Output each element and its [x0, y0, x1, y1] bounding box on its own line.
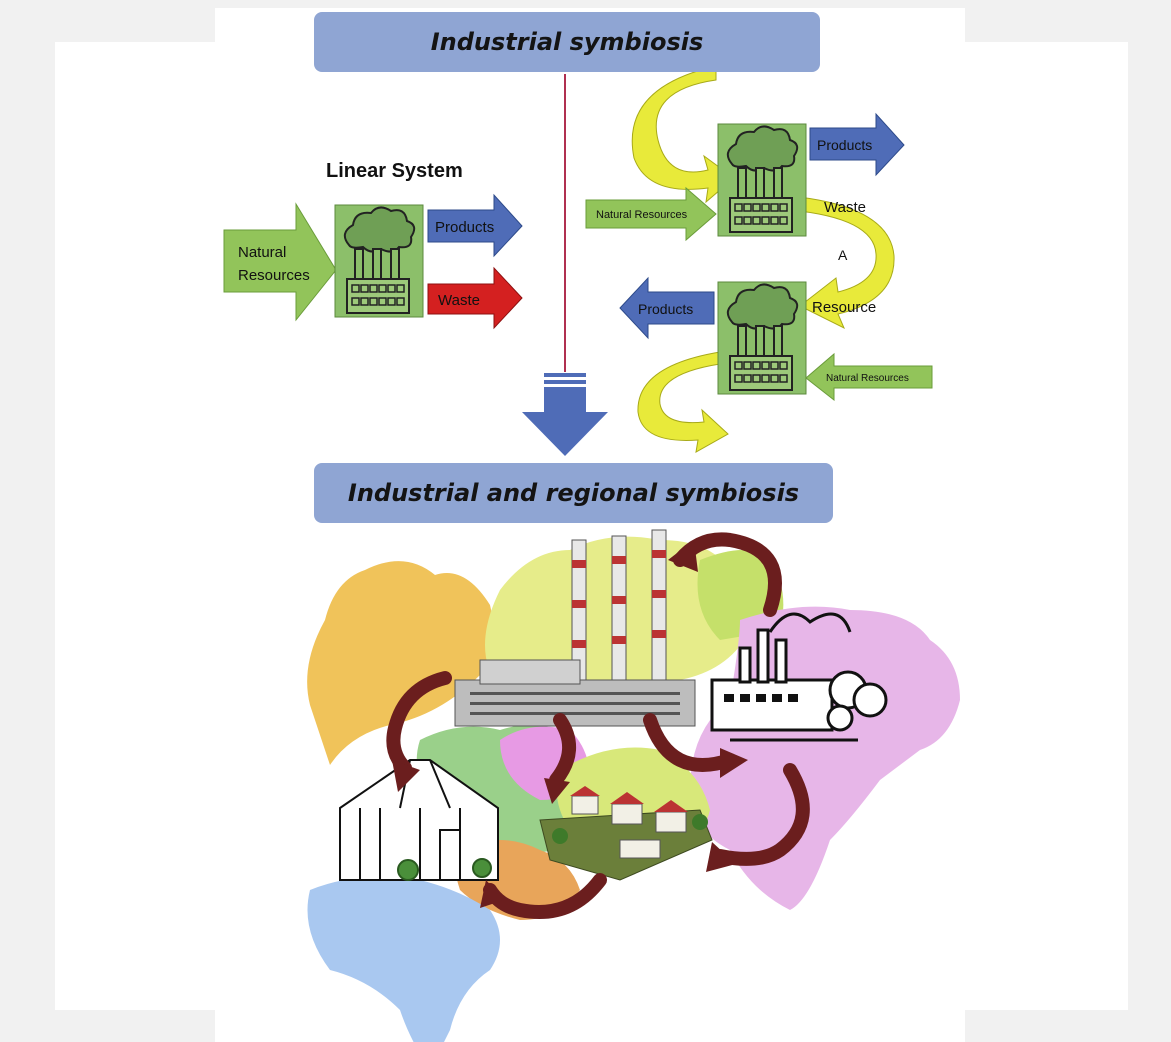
- linear-input-line-2: Resources: [238, 267, 310, 284]
- symbiosis-factory-top-icon: [717, 123, 807, 237]
- symbiosis-bottom-products-arrow: Products: [619, 276, 715, 340]
- linear-factory-icon: [334, 204, 424, 318]
- outline-factory-icon: [710, 612, 888, 742]
- linear-input-line-1: Natural: [238, 244, 286, 261]
- symbiosis-top-natural-label: Natural Resources: [596, 209, 688, 221]
- symbiosis-bottom-natural-arrow: Natural Resources: [805, 352, 933, 402]
- symbiosis-top-products-arrow: Products: [809, 112, 905, 177]
- symbiosis-marker-label: A: [838, 247, 848, 263]
- regional-symbiosis-banner: Industrial and regional symbiosis: [314, 463, 833, 523]
- linear-waste-arrow: Waste: [427, 266, 523, 330]
- symbiosis-bottom-products-label: Products: [638, 301, 693, 317]
- natural-resources-arrow: Natural Resources: [223, 202, 337, 322]
- regional-arrowheads: [392, 540, 748, 908]
- greenhouse-icon: [339, 759, 499, 881]
- village-icon: [539, 786, 713, 881]
- symbiosis-waste-label: Waste: [824, 199, 866, 216]
- linear-waste-label: Waste: [438, 292, 480, 309]
- regional-cycle-arrows: [386, 532, 810, 919]
- down-arrow-icon: [522, 373, 608, 456]
- symbiosis-factory-bottom-icon: [717, 281, 807, 395]
- industrial-symbiosis-banner: Industrial symbiosis: [314, 12, 820, 72]
- symbiosis-resource-label: Resource: [812, 299, 876, 316]
- symbiosis-top-products-label: Products: [817, 137, 872, 153]
- symbiosis-top-natural-arrow: Natural Resources: [585, 186, 717, 242]
- linear-system-title: Linear System: [326, 160, 463, 182]
- yellow-cycle-arrows: [631, 65, 895, 453]
- linear-products-arrow: Products: [427, 193, 523, 258]
- symbiosis-bottom-natural-label: Natural Resources: [826, 373, 909, 384]
- linear-products-label: Products: [435, 219, 494, 236]
